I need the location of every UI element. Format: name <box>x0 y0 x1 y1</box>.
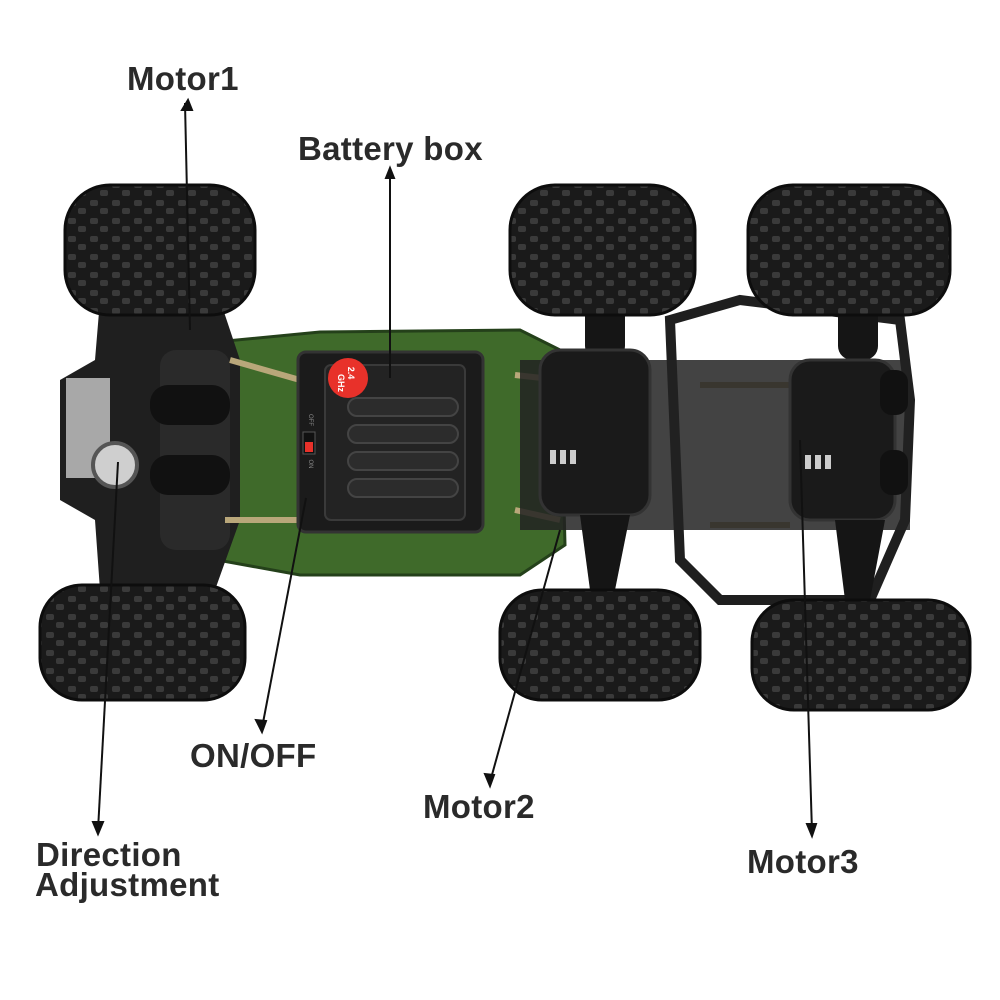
tire-front-top <box>63 183 257 317</box>
motor3-label: Motor3 <box>747 843 859 880</box>
direction-adjustment-knob <box>91 441 139 489</box>
motor1-arrow <box>184 102 191 331</box>
tire-rear-bottom <box>750 598 972 712</box>
motor1-label: Motor1 <box>127 60 239 97</box>
direction-adjustment-label: Direction Adjustment <box>35 836 220 903</box>
direction-label-line1: Direction <box>36 836 182 873</box>
motor2-arrow <box>489 529 561 783</box>
motor2-label: Motor2 <box>423 788 535 825</box>
battery-box-label: Battery box <box>298 130 483 167</box>
frequency-sticker <box>328 358 368 398</box>
direction-label-line2: Adjustment <box>35 866 220 903</box>
on-off-arrow <box>261 497 307 729</box>
motor3-arrow <box>799 439 813 833</box>
tire-front-bottom <box>38 583 247 702</box>
switch-off-label: OFF <box>307 414 313 426</box>
on-off-label: ON/OFF <box>190 737 317 774</box>
tire-middle-bottom <box>498 588 702 702</box>
pointer-arrows <box>91 97 818 839</box>
sticker-text-line2: GHz <box>336 374 346 393</box>
sticker-text-line1: 2.4 <box>346 367 356 380</box>
direction-adjustment-arrow <box>97 461 119 831</box>
tire-rear-top <box>746 183 952 317</box>
switch-on-label: ON <box>307 460 313 469</box>
tire-middle-top <box>508 183 697 317</box>
